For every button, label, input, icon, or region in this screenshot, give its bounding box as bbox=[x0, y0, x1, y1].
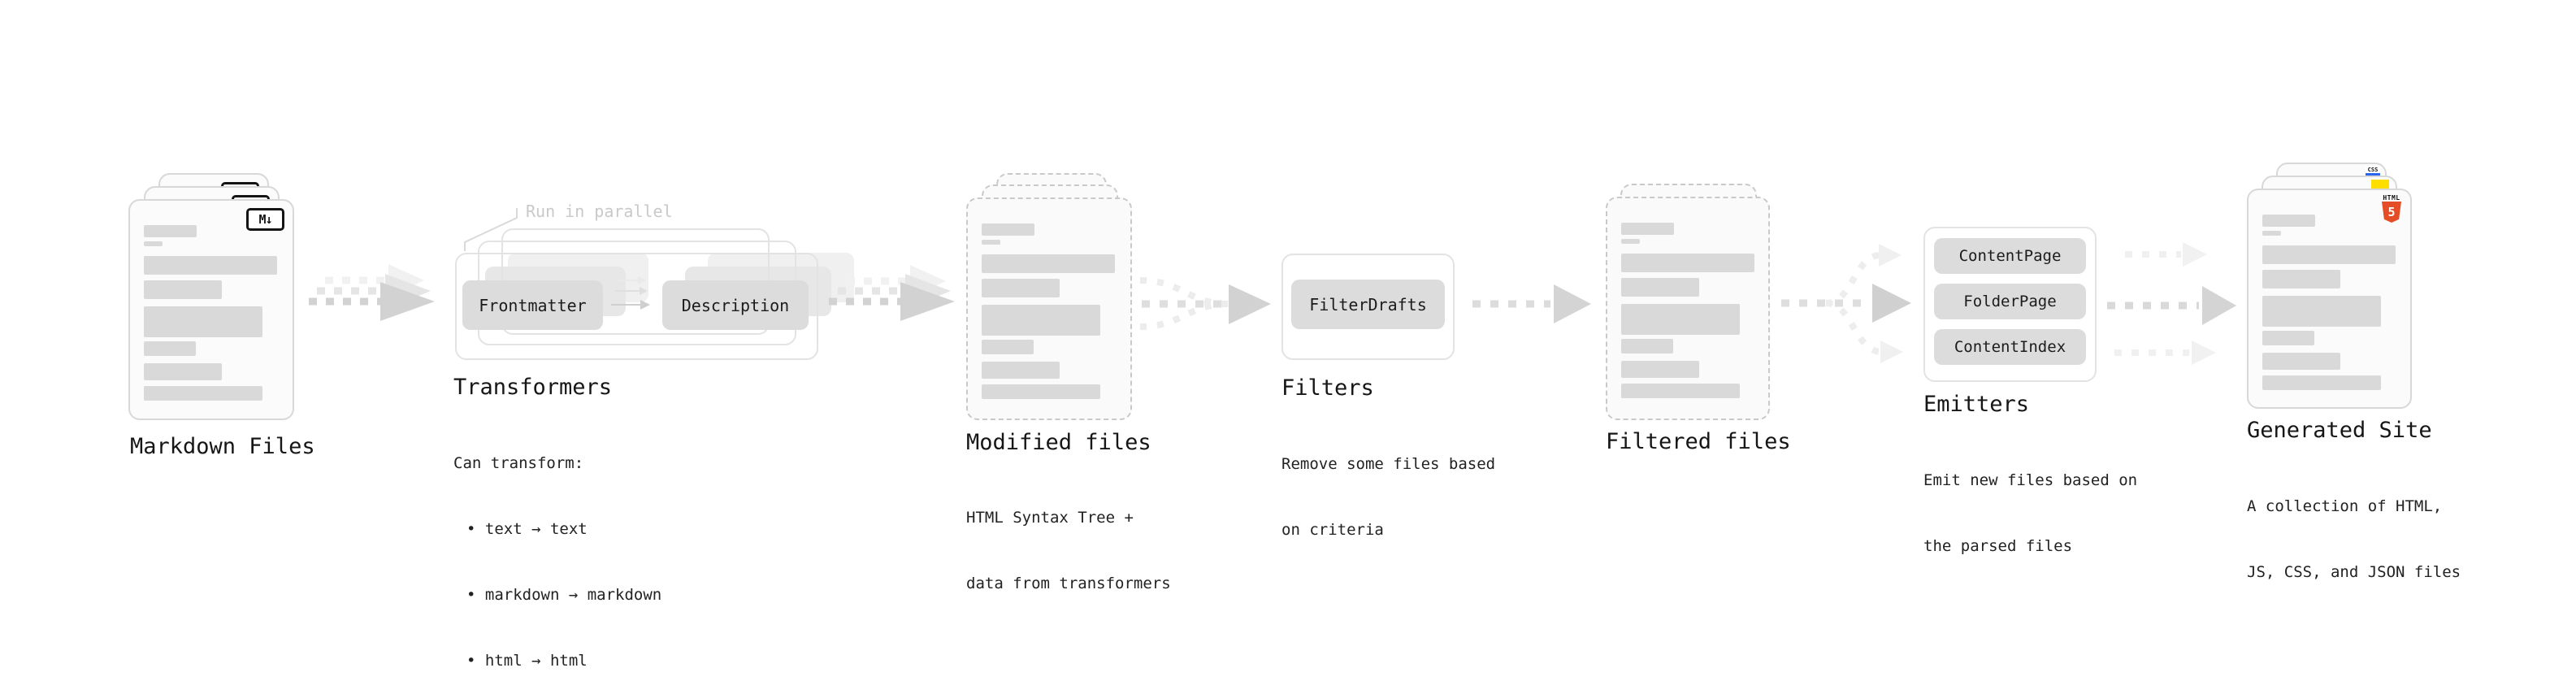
text-line-bar bbox=[1621, 278, 1699, 297]
stage-label-modified-files: Modified files bbox=[966, 430, 1151, 455]
transformer-step-description: Description bbox=[662, 280, 809, 330]
arrow-filters-to-filtered bbox=[1472, 284, 1591, 323]
generated-site-description: A collection of HTML, JS, CSS, and JSON … bbox=[2247, 452, 2461, 627]
text-line-bar bbox=[144, 386, 262, 401]
text-line-bar bbox=[1621, 239, 1640, 244]
description-line: HTML Syntax Tree + bbox=[966, 509, 1134, 527]
description-line: A collection of HTML, bbox=[2247, 497, 2443, 515]
html5-icon: HTML 5 bbox=[2382, 194, 2401, 223]
text-line-bar bbox=[982, 384, 1100, 399]
stage-label-generated-site: Generated Site bbox=[2247, 418, 2432, 443]
generated-html-file-card: HTML 5 bbox=[2247, 189, 2412, 409]
text-line-bar bbox=[2262, 270, 2340, 288]
text-line-bar bbox=[982, 254, 1115, 273]
markdown-file-card-front: M↓ bbox=[128, 199, 294, 420]
text-line-bar bbox=[982, 279, 1060, 297]
stage-label-emitters: Emitters bbox=[1923, 392, 2030, 417]
text-line-bar bbox=[144, 241, 163, 246]
css-badge-label: CSS bbox=[2367, 167, 2379, 173]
modified-file-card-front bbox=[966, 197, 1132, 420]
js-badge bbox=[2371, 180, 2389, 189]
transformers-description: Can transform: • text → text • markdown … bbox=[453, 409, 661, 681]
text-line-bar bbox=[1621, 361, 1699, 378]
text-line-bar bbox=[2262, 215, 2315, 227]
text-line-bar bbox=[144, 280, 222, 299]
css-badge-underline bbox=[2366, 173, 2380, 176]
emitter-contentpage: ContentPage bbox=[1934, 238, 2086, 274]
bullet-line: • markdown → markdown bbox=[466, 586, 662, 604]
text-line-bar bbox=[144, 306, 262, 337]
description-line: Can transform: bbox=[453, 454, 584, 472]
html5-shield: 5 bbox=[2382, 202, 2401, 223]
text-line-bar bbox=[2262, 331, 2314, 345]
transformer-step-frontmatter: Frontmatter bbox=[462, 280, 603, 330]
description-line: the parsed files bbox=[1923, 537, 2073, 555]
text-line-bar bbox=[144, 256, 277, 275]
text-line-bar bbox=[1621, 384, 1740, 398]
text-line-bar bbox=[982, 240, 1000, 245]
filters-description: Remove some files based on criteria bbox=[1281, 410, 1495, 585]
arrow-emitters-to-site bbox=[2107, 242, 2236, 365]
markdown-icon: M↓ bbox=[246, 208, 284, 231]
modified-files-description: HTML Syntax Tree + data from transformer… bbox=[966, 463, 1171, 639]
text-line-bar bbox=[982, 305, 1100, 336]
bullet-line: • html → html bbox=[466, 652, 588, 670]
filtered-file-card-front bbox=[1606, 197, 1770, 420]
run-in-parallel-note: Run in parallel bbox=[526, 202, 673, 221]
emitter-contentindex: ContentIndex bbox=[1934, 329, 2086, 365]
text-line-bar bbox=[2262, 375, 2381, 390]
description-line: Emit new files based on bbox=[1923, 471, 2138, 489]
text-line-bar bbox=[144, 341, 196, 356]
description-line: on criteria bbox=[1281, 521, 1384, 539]
transformer-frame-front bbox=[455, 253, 818, 360]
filter-step-filterdrafts: FilterDrafts bbox=[1291, 280, 1445, 329]
stage-label-filtered-files: Filtered files bbox=[1606, 429, 1791, 454]
description-line: Remove some files based bbox=[1281, 455, 1496, 473]
arrow-markdown-to-transformers bbox=[309, 264, 435, 321]
text-line-bar bbox=[1621, 254, 1754, 272]
text-line-bar bbox=[982, 362, 1060, 379]
text-line-bar bbox=[1621, 223, 1674, 235]
emitters-description: Emit new files based on the parsed files bbox=[1923, 426, 2137, 601]
text-line-bar bbox=[2262, 245, 2396, 264]
text-line-bar bbox=[2262, 353, 2340, 370]
description-line: data from transformers bbox=[966, 575, 1171, 592]
emitter-folderpage: FolderPage bbox=[1934, 284, 2086, 319]
stage-label-markdown-files: Markdown Files bbox=[130, 434, 315, 459]
stage-label-transformers: Transformers bbox=[453, 375, 613, 400]
text-line-bar bbox=[2262, 296, 2381, 327]
text-line-bar bbox=[1621, 339, 1673, 354]
html5-number: 5 bbox=[2387, 205, 2396, 219]
text-line-bar bbox=[982, 340, 1034, 354]
css-badge: CSS bbox=[2365, 167, 2381, 176]
html5-icon-text: HTML bbox=[2383, 194, 2400, 202]
text-line-bar bbox=[144, 363, 222, 380]
arrow-modified-to-filters bbox=[1139, 277, 1271, 330]
arrow-filtered-to-emitters bbox=[1781, 244, 1911, 363]
text-line-bar bbox=[982, 223, 1034, 236]
text-line-bar bbox=[144, 225, 197, 237]
text-line-bar bbox=[2262, 231, 2281, 236]
stage-label-filters: Filters bbox=[1281, 375, 1374, 401]
description-line: JS, CSS, and JSON files bbox=[2247, 563, 2461, 581]
bullet-line: • text → text bbox=[466, 520, 588, 538]
text-line-bar bbox=[1621, 304, 1740, 335]
